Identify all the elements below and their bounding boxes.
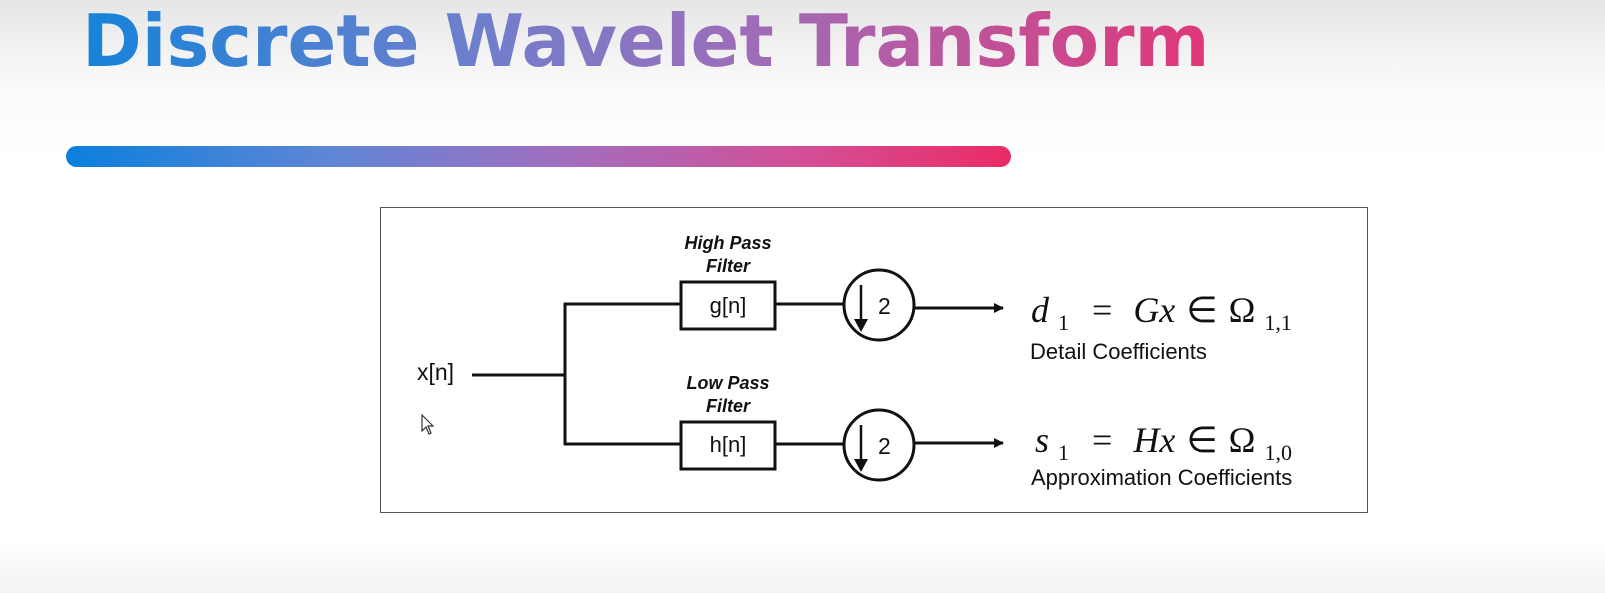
detail-space-subscript: 1,1 (1264, 310, 1292, 335)
detail-operator: Gx (1133, 290, 1175, 330)
high-downsample-factor: 2 (878, 293, 891, 319)
low-pass-filter-box (679, 420, 777, 471)
dwt-block-diagram: x[n] High Pass Filter g[n] 2 Low Pass Fi… (380, 207, 1368, 513)
approx-caption: Approximation Coefficients (1031, 465, 1292, 490)
high-pass-filter-label: g[n] (710, 293, 747, 318)
low-pass-filter-label: h[n] (710, 432, 747, 457)
detail-symbol-subscript: 1 (1058, 310, 1069, 335)
approx-equation: s 1 = Hx ∈ Ω 1,0 (1035, 420, 1292, 468)
high-downsample-arrowhead-icon (854, 319, 868, 332)
detail-space-symbol: Ω (1229, 290, 1256, 330)
slide-title: Discrete Wavelet Transform (82, 0, 1210, 86)
approx-symbol-subscript: 1 (1058, 440, 1069, 465)
detail-caption: Detail Coefficients (1030, 339, 1207, 364)
detail-equation: d 1 = Gx ∈ Ω 1,1 (1031, 290, 1292, 338)
detail-symbol: d (1031, 290, 1050, 330)
mouse-pointer-icon (421, 414, 435, 435)
approx-space-subscript: 1,0 (1264, 440, 1292, 465)
approx-operator: Hx (1132, 420, 1175, 460)
low-pass-title-line1: Low Pass (686, 373, 769, 393)
approx-space-symbol: Ω (1229, 420, 1256, 460)
high-pass-title-line1: High Pass (684, 233, 771, 253)
title-accent-bar (66, 146, 1011, 167)
low-downsample-factor: 2 (878, 433, 891, 459)
approx-symbol: s (1035, 420, 1049, 460)
approx-equals-sign: = (1092, 420, 1112, 460)
approx-element-of-sign: ∈ (1186, 420, 1217, 460)
detail-equals-sign: = (1092, 290, 1112, 330)
high-pass-title-line2: Filter (706, 256, 751, 276)
high-pass-filter-box (679, 280, 777, 331)
low-pass-title-line2: Filter (706, 396, 751, 416)
detail-element-of-sign: ∈ (1186, 290, 1217, 330)
low-downsample-arrowhead-icon (854, 459, 868, 472)
input-signal-label: x[n] (417, 359, 454, 385)
